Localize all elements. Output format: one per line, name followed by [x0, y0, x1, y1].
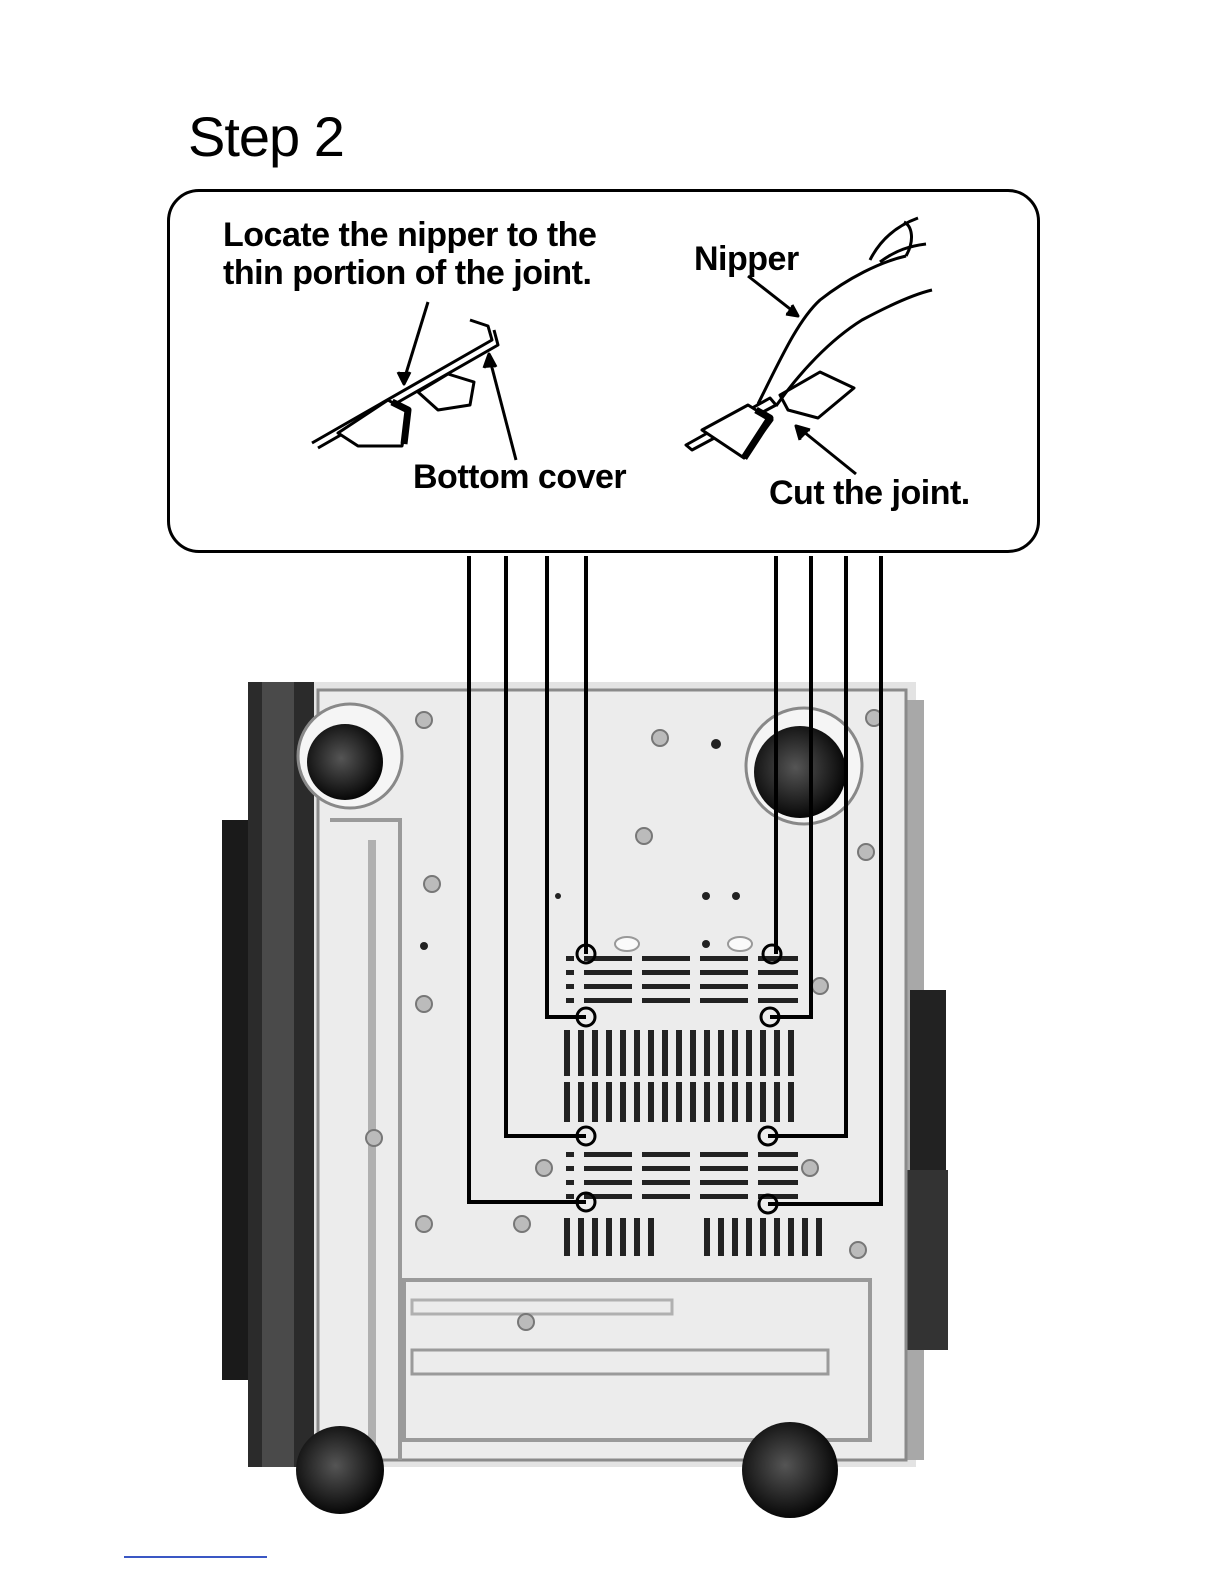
- bottom-cover-illustration: [312, 302, 516, 460]
- footer-rule: [124, 1556, 267, 1558]
- nipper-illustration: [686, 218, 932, 474]
